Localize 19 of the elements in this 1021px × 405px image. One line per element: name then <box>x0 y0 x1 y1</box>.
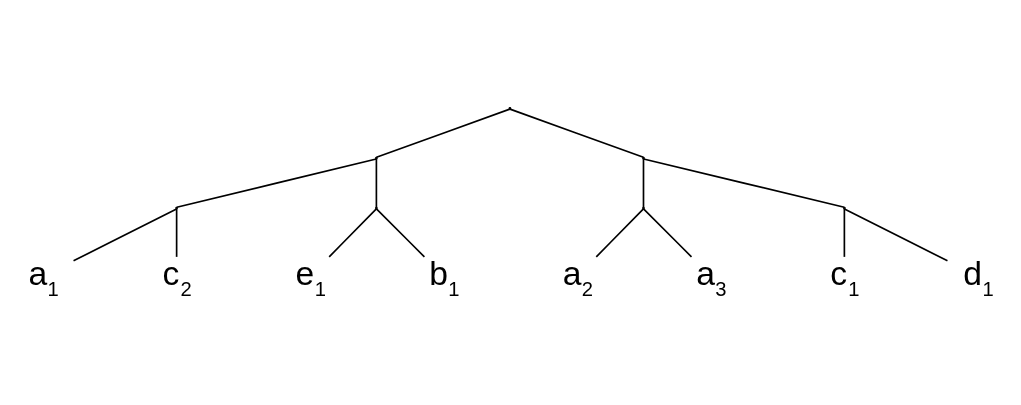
node-text: e$_{1}$ <box>295 254 326 300</box>
node-text: b$_{1}$ <box>429 254 460 300</box>
node-point <box>375 206 378 210</box>
connector <box>375 208 426 258</box>
node-text: d$_{1}$ <box>963 254 994 300</box>
node-point <box>175 206 178 210</box>
node-text: a$_{2}$ <box>562 254 593 300</box>
connector <box>642 208 693 258</box>
node-point <box>508 106 512 110</box>
node-point <box>642 206 645 210</box>
node-text: c$_{2}$ <box>162 254 192 300</box>
node-point <box>843 206 846 210</box>
node-point <box>642 156 645 160</box>
node-text: a$_{3}$ <box>696 254 727 300</box>
node-text: a$_{1}$ <box>28 254 59 300</box>
connector <box>595 208 645 258</box>
node-text: c$_{1}$ <box>830 254 860 300</box>
connector <box>328 208 378 258</box>
node-point <box>375 156 378 160</box>
